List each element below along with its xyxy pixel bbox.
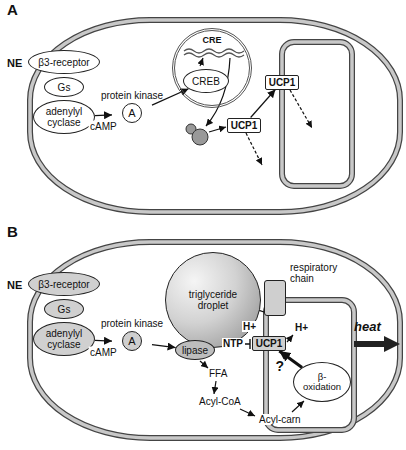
ligand-label: NE: [6, 279, 23, 291]
node-text: UCP1: [231, 120, 258, 131]
mitochondrion: [266, 300, 354, 430]
transcription-factor-ellipse: CREB: [183, 69, 229, 93]
node-text: CREB: [192, 76, 220, 87]
kinase-circle: A: [122, 331, 142, 351]
kinase-symbol: A: [128, 335, 135, 347]
protein-box: UCP1: [227, 118, 262, 133]
heat-arrow: heat: [354, 320, 402, 360]
mitochondrion: [282, 42, 352, 186]
flow-arrow: [95, 340, 112, 342]
node-text: β3-receptor: [38, 279, 89, 290]
heat-arrow-shape: [354, 336, 400, 352]
node-heading: protein kinase: [101, 318, 163, 329]
dashed-arrow: [246, 133, 262, 165]
kinase-node: protein kinaseA: [112, 90, 152, 138]
flow-arrow: [95, 114, 112, 116]
kinase-circle: A: [122, 103, 142, 123]
gene-strand: [184, 53, 244, 57]
enzyme-ellipse: adenylyl cyclase: [33, 100, 95, 134]
gene-element: CRE: [175, 36, 249, 46]
node-text: β-oxidation: [299, 372, 345, 393]
node-text: UCP1: [256, 338, 283, 349]
flow-arrow: [152, 345, 176, 348]
node-text: adenylyl cyclase: [38, 328, 90, 350]
receptor-ellipse: β3-receptor: [28, 50, 100, 74]
kinase-node: protein kinaseA: [112, 318, 152, 366]
heat-label: heat: [354, 320, 402, 334]
cell-membrane: [30, 20, 400, 212]
nucleus-circle: CRE CREB: [172, 28, 252, 108]
metabolite-label: Acyl-CoA: [198, 396, 242, 407]
ligand-label: NE: [6, 57, 23, 69]
node-heading: respiratory chain: [290, 262, 350, 284]
cell-membrane: [30, 20, 400, 212]
receptor-ellipse: β3-receptor: [28, 272, 100, 296]
dashed-arrow: [290, 90, 312, 128]
binding-arrow: [200, 58, 203, 66]
mitochondrion: [282, 42, 352, 186]
respiratory-chain: respiratory chain: [262, 262, 358, 318]
protein-box: UCP1: [252, 336, 287, 351]
pathway-ellipse: β-oxidation: [293, 362, 351, 402]
nucleus-ground: [173, 29, 251, 107]
gene-strand: [184, 49, 244, 53]
node-text: adenylyl cyclase: [38, 106, 90, 128]
inhibition-bar: [245, 339, 250, 349]
g-protein-ellipse: Gs: [44, 77, 84, 97]
metabolite-label: Acyl-carn: [258, 414, 302, 425]
node-text: Gs: [58, 82, 71, 93]
chain-complex: [264, 280, 286, 316]
node-text: UCP1: [269, 77, 296, 88]
metabolite-label: FFA: [208, 368, 228, 379]
translation-arrow: [209, 127, 226, 132]
protein-box: UCP1: [265, 75, 300, 90]
lipid-droplet: triglyceride droplet: [165, 252, 261, 348]
node-text: triglyceride droplet: [178, 289, 248, 311]
flow-arrow: [251, 90, 276, 118]
pathway-arrow: [292, 401, 304, 412]
cell-membrane: [30, 242, 400, 438]
enzyme-ellipse: adenylyl cyclase: [33, 322, 95, 356]
g-protein-ellipse: Gs: [44, 299, 84, 319]
panel-letter: B: [6, 224, 19, 241]
mitochondrion: [266, 300, 354, 430]
node-heading: protein kinase: [101, 90, 163, 101]
cell-membrane: [30, 242, 400, 438]
pathway-arrow: [214, 381, 216, 394]
node-text: Gs: [58, 304, 71, 315]
kinase-symbol: A: [128, 107, 135, 119]
pathway-arrow: [240, 409, 255, 416]
ribosome: [192, 129, 208, 145]
flow-arrow: [279, 351, 302, 367]
pathway-arrow: [200, 361, 208, 368]
panel-letter: A: [6, 2, 19, 19]
proton-label: H+: [294, 322, 309, 333]
enzyme-ellipse: lipase: [175, 340, 215, 360]
node-text: β3-receptor: [38, 57, 89, 68]
edge-label: ?: [274, 360, 285, 375]
edge-label: cAMP: [89, 346, 118, 357]
proton-arrow: [287, 335, 293, 342]
node-text: lipase: [182, 345, 208, 356]
